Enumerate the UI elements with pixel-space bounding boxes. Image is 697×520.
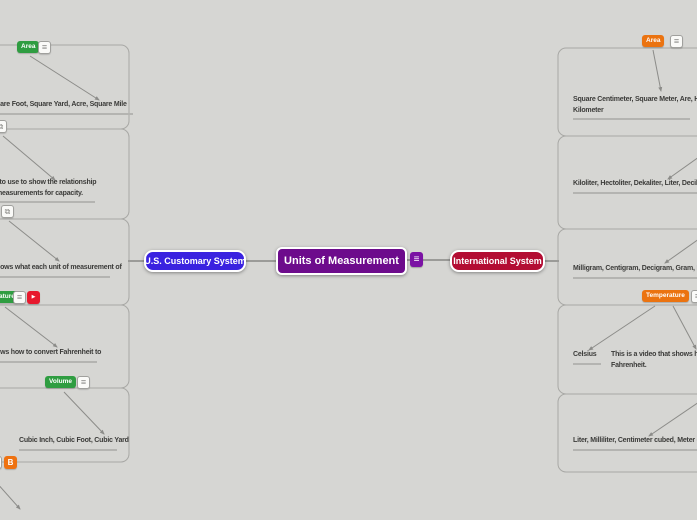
attachment-icon[interactable]: ⧉ — [0, 120, 7, 133]
external-link-icon[interactable]: ⧉ — [1, 205, 14, 218]
menu-icon[interactable]: ≡ — [670, 35, 683, 48]
branch-node-international[interactable]: International System — [450, 250, 545, 272]
tag-temperature-left[interactable]: Temperature — [0, 291, 19, 303]
leaf-us-fahrenheit-note[interactable]: ows how to convert Fahrenheit to — [0, 348, 101, 363]
leaf-intl-volume-units[interactable]: Liter, Milliliter, Centimeter cubed, Met… — [573, 436, 697, 451]
leaf-intl-temp-video-note[interactable]: This is a video that shows how t Fahrenh… — [611, 351, 697, 369]
leaf-intl-celsius[interactable]: Celsius — [573, 350, 601, 365]
branch-node-us-customary[interactable]: U.S. Customary System — [144, 250, 246, 272]
menu-icon[interactable]: ≡ — [77, 376, 90, 389]
leaf-us-units-note[interactable]: hows what each unit of measurement of — [0, 263, 122, 278]
right-boundary-boxes — [557, 47, 697, 473]
leaf-us-capacity-note[interactable]: l to use to show the relationship measur… — [0, 178, 97, 203]
notes-icon[interactable]: ≡ — [410, 252, 423, 267]
leaf-intl-capacity-units[interactable]: Kiloliter, Hectoliter, Dekaliter, Liter,… — [573, 179, 697, 194]
menu-icon[interactable]: ≡ — [13, 291, 26, 304]
tag-area-right[interactable]: Area — [642, 35, 665, 47]
menu-icon[interactable]: ≡ — [691, 290, 697, 303]
leaf-us-volume-units[interactable]: Cubic Inch, Cubic Foot, Cubic Yard — [19, 436, 129, 451]
menu-icon[interactable]: ≡ — [0, 456, 2, 469]
us-branch-label: U.S. Customary System — [144, 256, 246, 266]
blogger-icon[interactable]: B — [4, 456, 17, 469]
tag-temperature-right[interactable]: Temperature — [642, 290, 689, 302]
root-node-label: Units of Measurement — [284, 255, 399, 267]
intl-branch-label: International System — [453, 256, 542, 266]
menu-icon[interactable]: ≡ — [38, 41, 51, 54]
youtube-icon[interactable]: ▶ — [27, 291, 40, 304]
tag-volume-left[interactable]: Volume — [45, 376, 76, 388]
root-node-units-of-measurement[interactable]: Units of Measurement — [276, 247, 407, 275]
leaf-intl-mass-units[interactable]: Milligram, Centigram, Decigram, Gram, Ki… — [573, 264, 697, 279]
leaf-us-area-units[interactable]: uare Foot, Square Yard, Acre, Square Mil… — [0, 100, 133, 115]
leaf-intl-area-units[interactable]: Square Centimeter, Square Meter, Are, He… — [573, 95, 697, 120]
branch-connectors — [0, 49, 697, 510]
tag-area-left[interactable]: Area — [17, 41, 40, 53]
